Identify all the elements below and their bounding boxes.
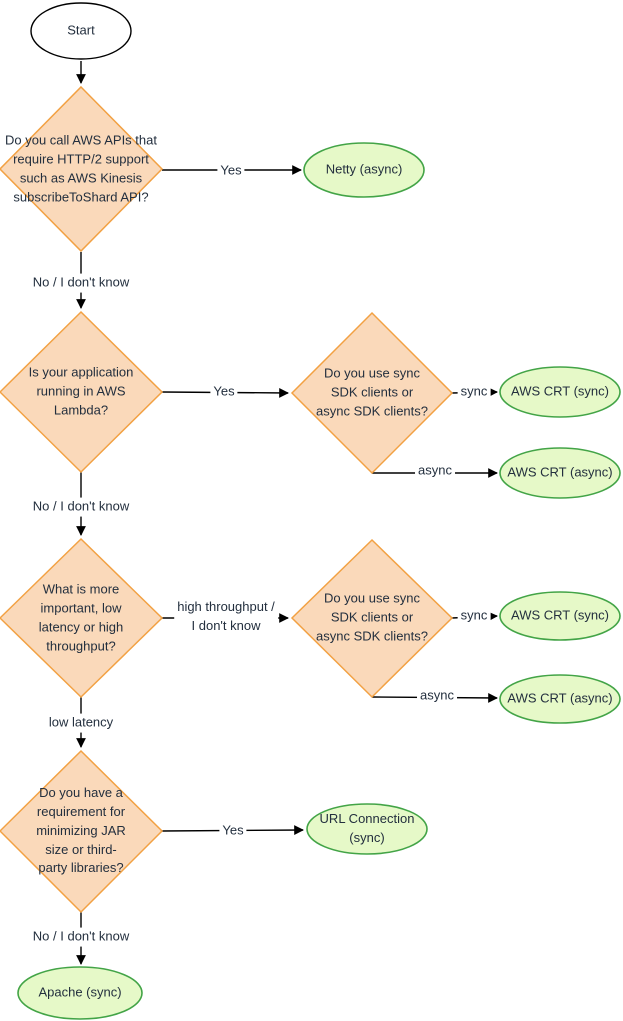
edge-label-no-2: No / I don't know	[29, 497, 133, 517]
edge-label-no-3: No / I don't know	[29, 927, 133, 947]
decision-jar-label: Do you have a requirement for minimizing…	[36, 784, 126, 876]
netty-ellipse	[303, 142, 425, 198]
decision-priority-diamond	[0, 537, 164, 699]
crt-sync1-label: AWS CRT (sync)	[511, 383, 609, 399]
crt-async1-label: AWS CRT (async)	[507, 464, 613, 480]
crt-async2-ellipse	[499, 674, 621, 724]
decision-priority-label: What is more important, low latency or h…	[38, 581, 124, 653]
decision-lambda-diamond	[0, 310, 164, 474]
decision-sync2-label: Do you use sync SDK clients or async SDK…	[316, 590, 428, 644]
edge-label-high-throughput: high throughput / I don't know	[174, 598, 278, 636]
apache-label: Apache (sync)	[38, 984, 122, 1000]
crt-sync2-ellipse	[499, 591, 621, 641]
crt-sync2-label: AWS CRT (sync)	[511, 607, 609, 623]
edge-label-sync-2: sync	[457, 606, 491, 626]
start-label: Start	[67, 22, 95, 38]
decision-http2-diamond	[0, 85, 164, 253]
url-connection-label: URL Connection (sync)	[319, 811, 415, 845]
edge-label-yes-3: Yes	[219, 821, 247, 841]
edge-label-async-1: async	[415, 461, 455, 481]
crt-async2-label: AWS CRT (async)	[507, 690, 613, 706]
decision-sync1-diamond	[290, 311, 454, 475]
edge-label-sync-1: sync	[457, 382, 491, 402]
start-ellipse	[30, 2, 132, 60]
edge-label-yes-2: Yes	[210, 382, 238, 402]
decision-http2-label: Do you call AWS APIs that require HTTP/2…	[5, 132, 157, 204]
edge-label-no-1: No / I don't know	[29, 273, 133, 293]
crt-async1-ellipse	[499, 447, 621, 499]
crt-sync1-ellipse	[499, 366, 621, 418]
edge-label-async-2: async	[417, 686, 457, 706]
url-connection-ellipse	[306, 803, 428, 855]
apache-ellipse	[17, 966, 143, 1020]
decision-jar-diamond	[0, 749, 164, 914]
edge-label-low-latency: low latency	[45, 713, 117, 733]
decision-sync2-diamond	[290, 538, 454, 699]
edge-label-yes-1: Yes	[217, 161, 245, 181]
decision-sync1-label: Do you use sync SDK clients or async SDK…	[316, 365, 428, 419]
netty-label: Netty (async)	[325, 161, 403, 177]
decision-lambda-label: Is your application running in AWS Lambd…	[28, 364, 134, 418]
